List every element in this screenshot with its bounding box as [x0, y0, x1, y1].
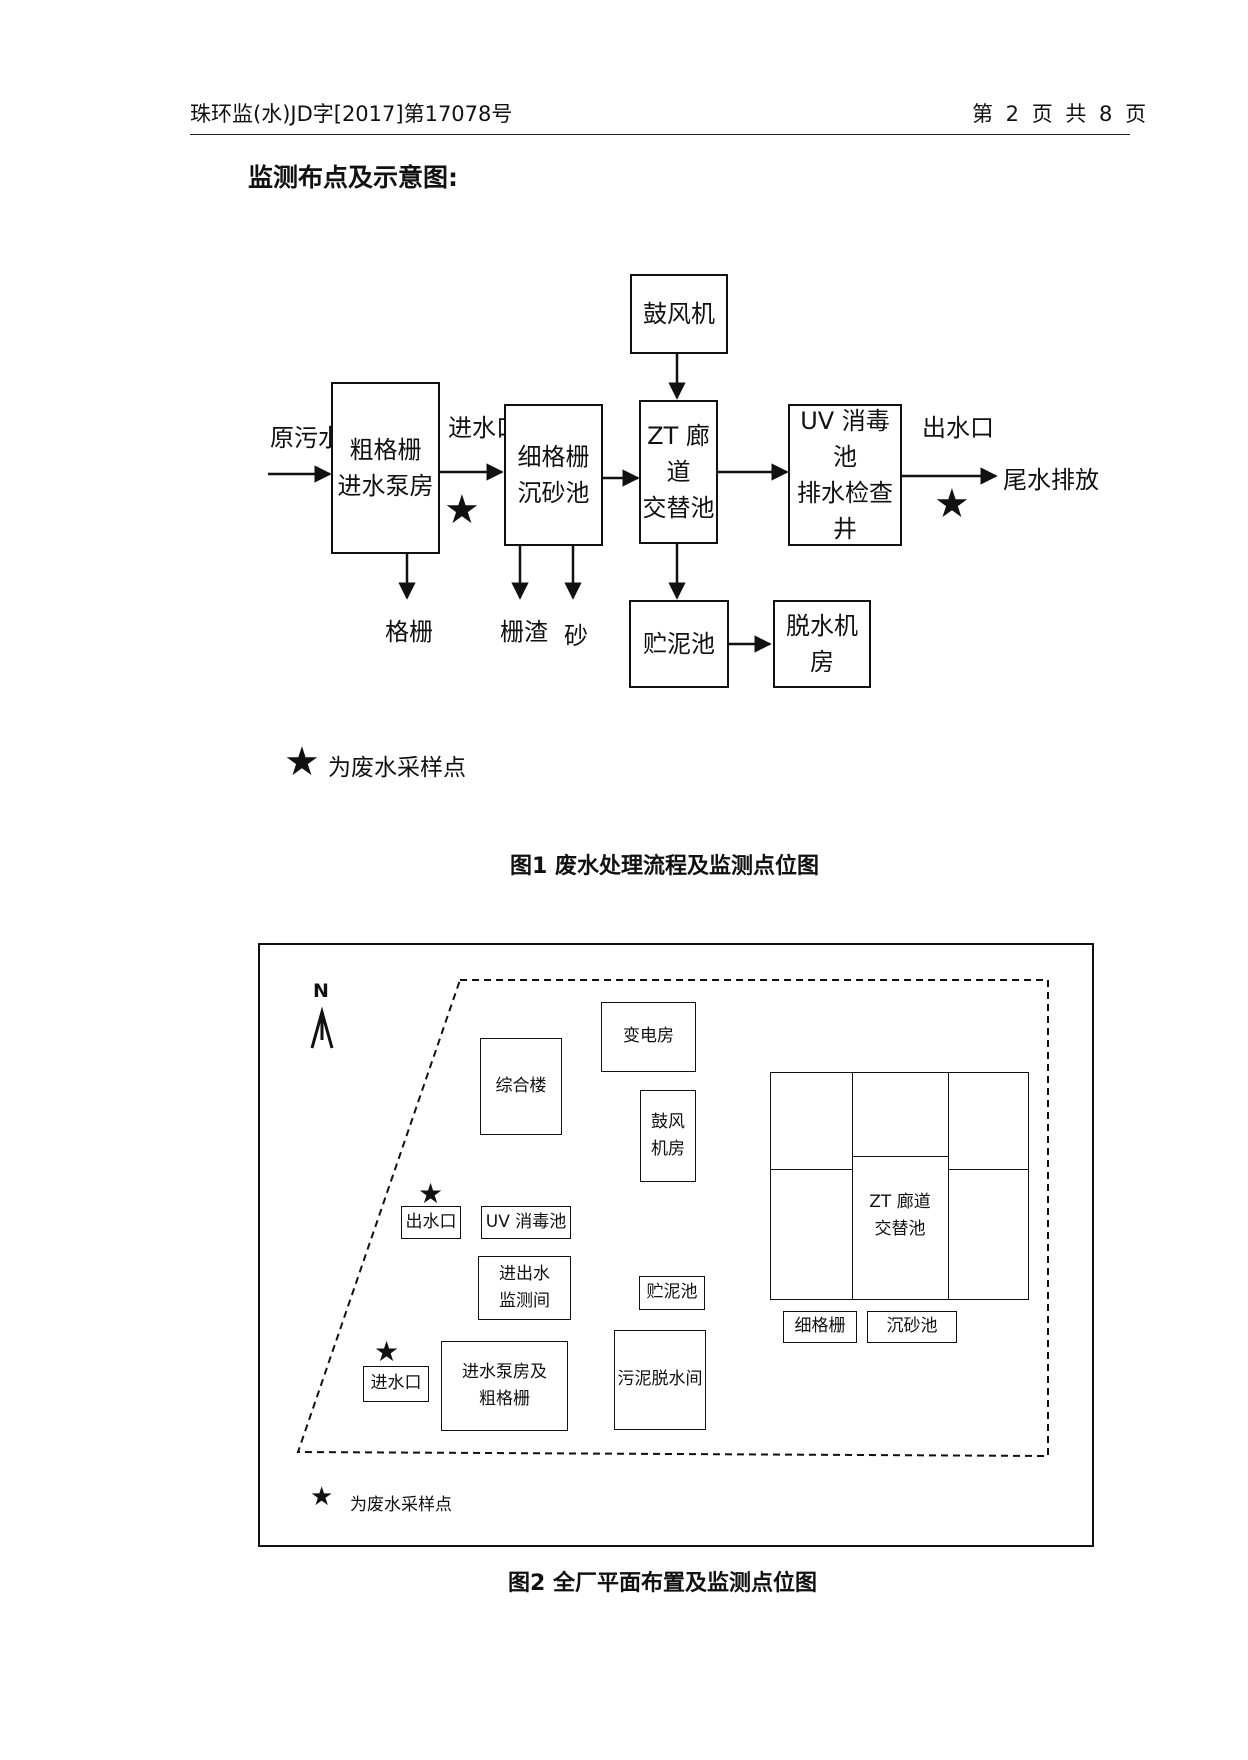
dewatering-box: 脱水机房 [773, 600, 871, 688]
outlet-box: 出水口 [401, 1206, 461, 1239]
legend1-star-icon: ★ [284, 739, 320, 785]
sludge-dewatering-box: 污泥脱水间 [614, 1330, 706, 1430]
blower-box: 鼓风机 [630, 274, 728, 354]
outlet-sampling-star-icon: ★ [934, 481, 970, 527]
inflow-label: 原污水 [270, 424, 342, 452]
inlet-box: 进水口 [363, 1366, 429, 1402]
discharge-label: 尾水排放 [1003, 466, 1099, 494]
screenings-label: 格栅 [385, 618, 433, 646]
fine-screen-box: 细格栅 沉砂池 [504, 404, 603, 546]
section-title: 监测布点及示意图: [248, 163, 458, 192]
outlet-label: 出水口 [922, 414, 994, 442]
inlet-sampling-star-icon: ★ [444, 487, 480, 533]
page-number: 第 2 页 共 8 页 [972, 102, 1150, 126]
legend1-label: 为废水采样点 [328, 755, 466, 781]
figure2-caption: 图2 全厂平面布置及监测点位图 [508, 1571, 817, 1596]
header-rule [190, 134, 1130, 135]
zt-basin-grid [770, 1072, 1029, 1300]
north-label: N [313, 980, 329, 1002]
residue-label: 栅渣 [500, 618, 548, 646]
grit-chamber-box: 沉砂池 [867, 1311, 957, 1343]
figure1-caption: 图1 废水处理流程及监测点位图 [510, 854, 819, 879]
inlet-sampling-star-icon: ★ [374, 1335, 400, 1368]
monitoring-room-box: 进出水 监测间 [478, 1256, 571, 1320]
legend2-star-icon: ★ [310, 1482, 334, 1512]
fine-screen-box: 细格栅 [783, 1311, 857, 1343]
legend2-label: 为废水采样点 [350, 1495, 452, 1515]
site-plan-frame [258, 943, 1094, 1547]
zt-channel-label: ZT 廊道 交替池 [869, 1191, 931, 1239]
pump-house-box: 进水泵房及 粗格栅 [441, 1341, 568, 1431]
coarse-screen-box: 粗格栅 进水泵房 [331, 382, 440, 554]
zt-channel-box: ZT 廊道 交替池 [639, 400, 718, 544]
uv-box: UV 消毒池 排水检查井 [788, 404, 902, 546]
sludge-tank-box: 贮泥池 [639, 1276, 705, 1310]
document-number: 珠环监(水)JD字[2017]第17078号 [190, 102, 513, 126]
sludge-tank-box: 贮泥池 [629, 600, 729, 688]
north-arrow-icon [310, 1006, 334, 1049]
sand-label: 砂 [564, 622, 588, 650]
uv-tank-box: UV 消毒池 [481, 1206, 571, 1239]
outlet-sampling-star-icon: ★ [418, 1177, 444, 1210]
blower-room-box: 鼓风 机房 [640, 1090, 696, 1182]
substation-box: 变电房 [601, 1002, 696, 1072]
office-building-box: 综合楼 [480, 1038, 562, 1135]
